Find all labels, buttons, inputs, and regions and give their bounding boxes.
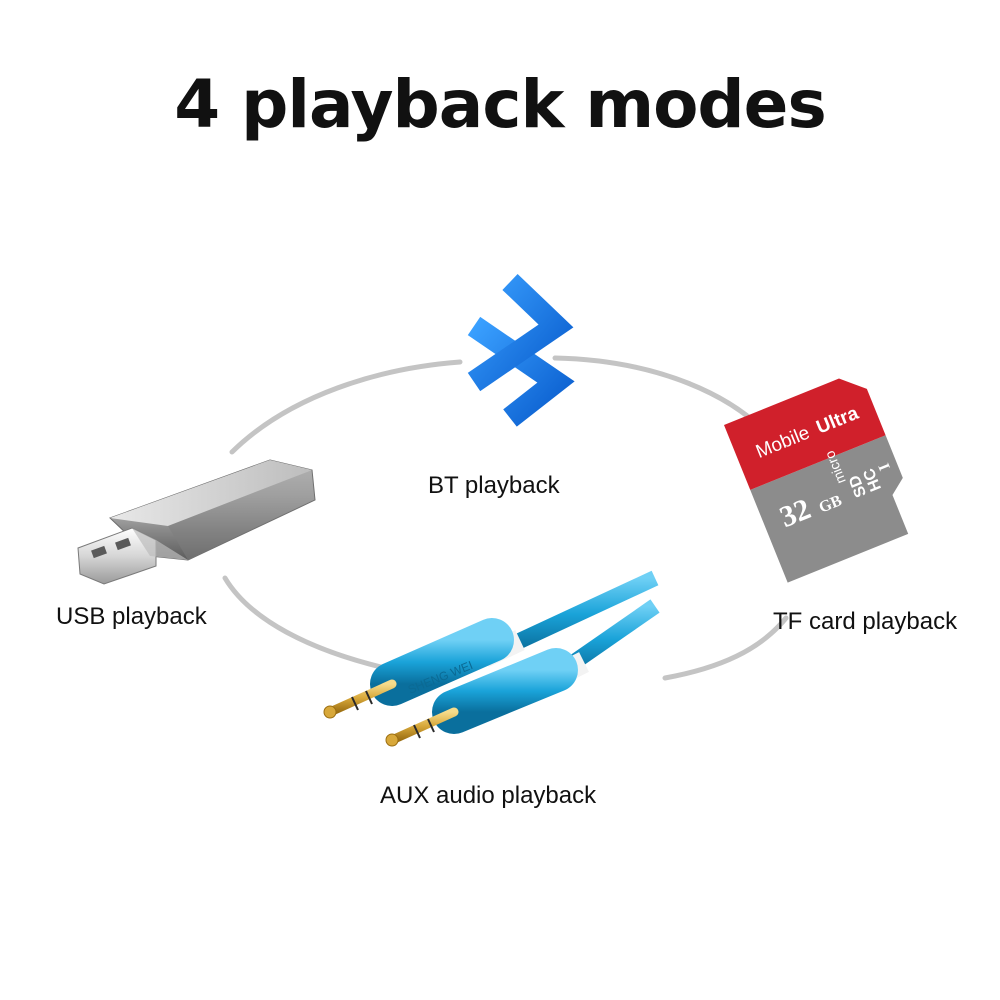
connection-ring	[222, 355, 789, 681]
aux-cable-icon: SHENG WEI	[323, 570, 660, 747]
aux-audio-playback-label: AUX audio playback	[380, 782, 597, 809]
usb-flash-drive-icon	[77, 459, 316, 585]
microsd-card-icon: Mobile Ultra 32 GB micro SD HC I	[724, 378, 909, 583]
tf-card-playback-label: TF card playback	[773, 608, 958, 635]
page-title: 4 playback modes	[174, 66, 826, 143]
usb-playback-label: USB playback	[56, 603, 207, 630]
bluetooth-icon	[467, 274, 575, 427]
bt-playback-label: BT playback	[428, 472, 560, 499]
